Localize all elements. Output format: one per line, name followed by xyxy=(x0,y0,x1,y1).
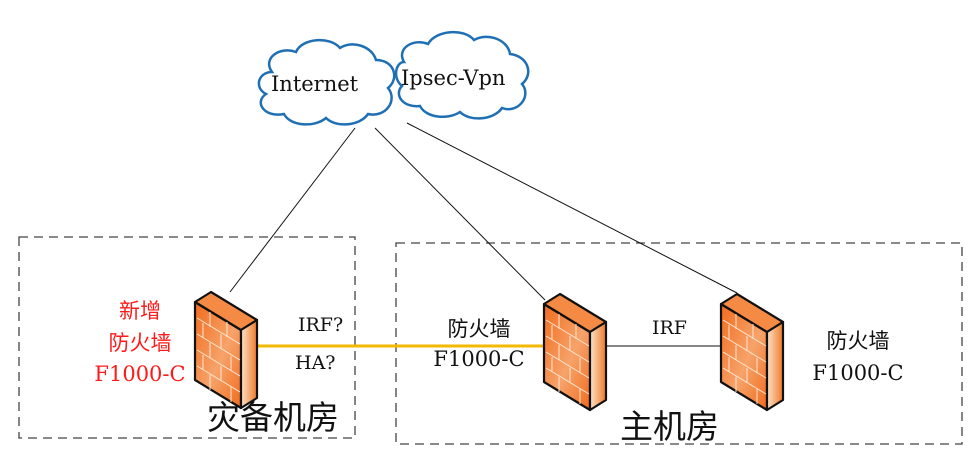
link-label-irf: IRF xyxy=(652,317,687,339)
firewall-main2-line-1: 防火墙 xyxy=(827,329,890,353)
firewall-main1-label: 防火墙 F1000-C xyxy=(433,317,524,371)
zone-backup-label: 灾备机房 xyxy=(207,398,339,437)
link-label-irf-question: IRF? xyxy=(298,314,343,336)
firewall-new-line-1: 新增 xyxy=(119,299,161,323)
cloud-ipsec-label: Ipsec-Vpn xyxy=(401,66,505,90)
firewall-main1-line-2: F1000-C xyxy=(433,347,524,371)
uplink-main-firewall-2 xyxy=(406,122,738,294)
firewall-icon xyxy=(193,288,259,410)
cloud-ipsec xyxy=(394,31,530,120)
firewall-icon xyxy=(719,290,785,412)
uplink-main-firewall-1 xyxy=(374,127,546,301)
firewall-main2-line-2: F1000-C xyxy=(812,361,903,385)
firewall-main1-line-1: 防火墙 xyxy=(448,317,511,341)
link-label-ha-question: HA? xyxy=(295,352,335,374)
zone-main-label: 主机房 xyxy=(620,407,719,446)
firewall-new-line-3: F1000-C xyxy=(94,362,185,386)
cloud-internet xyxy=(257,39,396,126)
uplink-new-firewall xyxy=(229,127,356,293)
firewall-main2-label: 防火墙 F1000-C xyxy=(812,329,903,385)
cloud-internet-label: Internet xyxy=(271,72,359,96)
firewall-icon xyxy=(542,290,608,412)
zone-main-box xyxy=(395,242,963,445)
firewall-new-label: 新增 防火墙 F1000-C xyxy=(94,299,185,386)
zone-backup-box xyxy=(18,236,356,439)
firewall-new-line-2: 防火墙 xyxy=(109,331,172,355)
